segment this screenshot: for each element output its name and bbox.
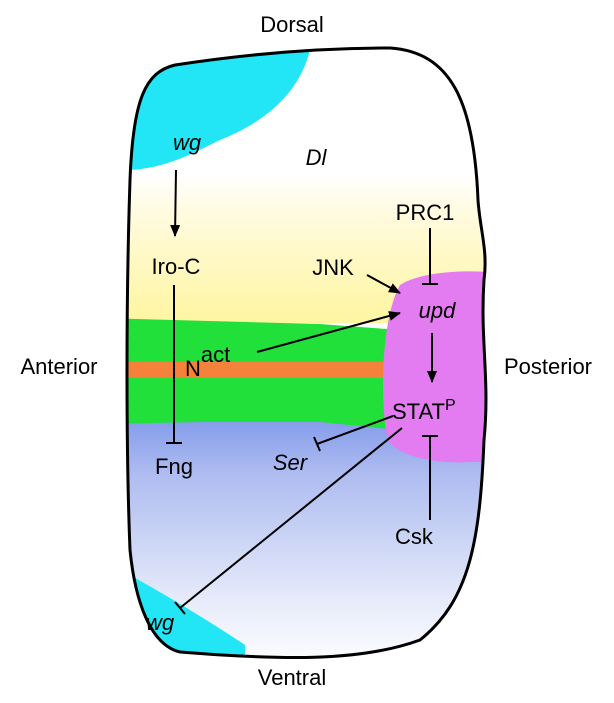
node-ser: Ser	[273, 450, 309, 475]
dv-boundary-stripe	[127, 362, 400, 378]
edge-stat-inhibits-ser	[316, 415, 394, 445]
edge-wg-to-iroc-arrow	[170, 169, 181, 237]
disc-outline	[125, 46, 488, 660]
edge-jnk-to-upd-arrow	[366, 274, 401, 294]
node-prc1: PRC1	[396, 200, 455, 225]
node-fng: Fng	[155, 454, 193, 479]
node-notch-superscript: act	[201, 342, 230, 367]
edge-stat-inhibits-wg-ventral	[179, 427, 403, 609]
label-dorsal: Dorsal	[260, 12, 324, 37]
edge-stat-inhibits-wg-ventral-bar	[174, 601, 186, 615]
node-notch-base: N	[185, 356, 201, 381]
node-csk: Csk	[395, 524, 434, 549]
regulatory-edges	[166, 169, 438, 615]
label-posterior: Posterior	[504, 354, 592, 379]
label-ventral: Ventral	[258, 665, 327, 690]
node-upd: upd	[419, 298, 456, 323]
node-notch-act: Nact	[185, 342, 230, 381]
node-jnk: JNK	[312, 255, 354, 280]
label-anterior: Anterior	[20, 354, 97, 379]
node-stat-base: STAT	[392, 399, 445, 424]
node-wg-dorsal: wg	[173, 130, 202, 155]
edge-stat-inhibits-ser-bar	[313, 436, 321, 452]
node-iro-c: Iro-C	[152, 254, 201, 279]
node-wg-ventral: wg	[146, 610, 175, 635]
node-stat-superscript: P	[445, 397, 456, 414]
node-dl: Dl	[306, 145, 328, 170]
node-stat-p: STATP	[392, 397, 456, 424]
edge-nact-to-upd-arrow	[256, 311, 401, 353]
